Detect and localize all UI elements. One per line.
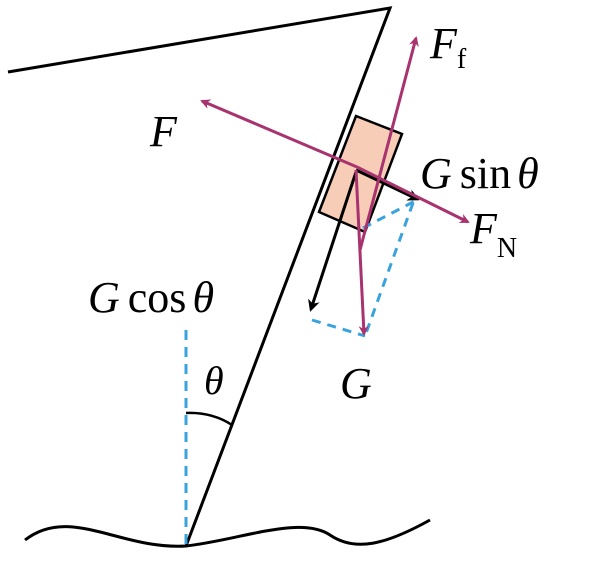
angle-label: θ	[204, 358, 224, 403]
dashed-guide-sin	[362, 198, 418, 230]
friction-force-arrow	[358, 36, 419, 251]
normal-force-arrow	[356, 165, 470, 224]
angle-arc	[185, 411, 233, 427]
wall-outline	[7, 6, 393, 547]
gsin-component-arrow	[355, 168, 420, 201]
applied-force-label: F	[149, 107, 178, 156]
dashed-guide-right	[363, 202, 415, 337]
dashed-guide-bottom	[311, 318, 366, 338]
gravity-arrow	[354, 169, 369, 336]
applied-force-arrow	[200, 99, 358, 169]
normal-force-label: FN	[469, 204, 517, 264]
gravity-label: G	[340, 359, 372, 408]
ground-wave	[24, 518, 431, 548]
gcos-component-arrow	[308, 171, 358, 312]
friction-label: Ff	[429, 19, 467, 75]
